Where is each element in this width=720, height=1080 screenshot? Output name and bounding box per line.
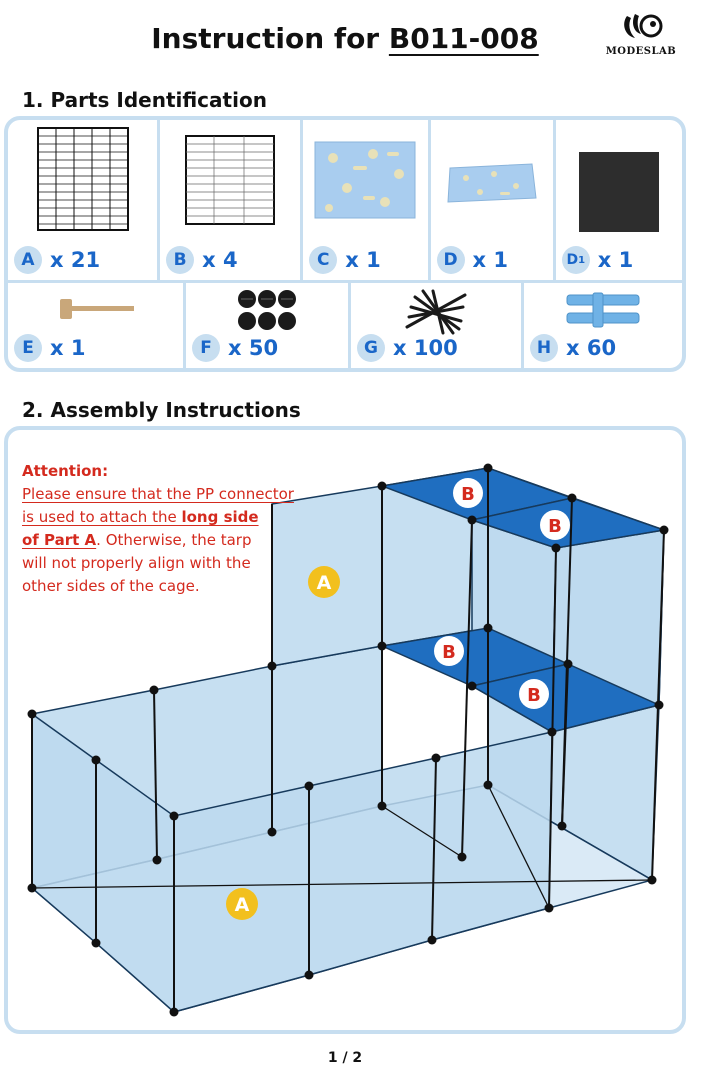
part-cell-h: H x 60: [524, 283, 682, 368]
pp-connector-icon: [566, 292, 640, 328]
cage-diagram: A A B B B B: [27, 463, 669, 1017]
part-cell-f: F x 50: [186, 283, 351, 368]
part-quantity: x 1: [345, 248, 381, 272]
label-b-2-text: B: [548, 516, 562, 537]
parts-row-1: A x 21 B: [8, 120, 682, 283]
brand-name: MODESLAB: [605, 46, 677, 57]
part-cell-g: G x 100: [351, 283, 524, 368]
attention-line-5: other sides of the cage.: [22, 577, 200, 595]
attention-emphasis-part-a: of Part A: [22, 531, 97, 549]
part-quantity: x 100: [393, 336, 458, 360]
page-title: Instruction for B011-008: [0, 22, 690, 55]
assembly-section-title: 2. Assembly Instructions: [22, 398, 301, 422]
part-letter-badge: F: [192, 334, 220, 362]
part-letter-badge: B: [166, 246, 195, 274]
folded-tarp-icon: [447, 163, 537, 203]
part-cell-d: D x 1: [431, 120, 556, 280]
dark-felt-pad-icon: [578, 152, 659, 232]
part-letter-badge: H: [530, 334, 558, 362]
part-letter-badge: E: [14, 334, 42, 362]
label-b-1-text: B: [461, 484, 475, 505]
part-letter-badge: D: [436, 246, 465, 274]
part-letter-badge: A: [14, 246, 42, 274]
label-b-3: B: [434, 636, 464, 666]
part-quantity: x 50: [228, 336, 279, 360]
attention-line-1: Please ensure that the PP connector: [22, 485, 294, 503]
label-a-upper: A: [308, 566, 340, 598]
wire-grid-panel-icon: [36, 127, 129, 231]
part-quantity: x 1: [597, 248, 634, 272]
parts-row-2: E x 1 F x 50: [8, 283, 682, 368]
parts-section-title: 1. Parts Identification: [22, 88, 267, 112]
label-b-4-text: B: [527, 685, 541, 706]
attention-line-4: will not properly align with the: [22, 554, 251, 572]
part-quantity: x 60: [566, 336, 617, 360]
part-cell-c: C x 1: [303, 120, 431, 280]
attention-emphasis-long-side: long side: [181, 508, 259, 526]
label-a-lower-text: A: [235, 894, 250, 916]
part-letter-badge: C: [309, 246, 338, 274]
parts-table: A x 21 B: [4, 116, 686, 372]
label-b-1: B: [453, 478, 483, 508]
part-quantity: x 21: [50, 248, 101, 272]
part-cell-a: A x 21: [8, 120, 161, 280]
assembly-diagram: A A B B B B Attention: Please ensure tha…: [4, 426, 686, 1034]
connector-icon: [238, 290, 296, 330]
label-b-3-text: B: [442, 642, 456, 663]
page-number: 1 / 2: [327, 1050, 363, 1066]
brand-logo: MODESLAB: [596, 12, 686, 57]
part-cell-e: E x 1: [8, 283, 186, 368]
part-quantity: x 1: [50, 336, 86, 360]
part-quantity: x 1: [472, 248, 508, 272]
part-quantity: x 4: [202, 248, 238, 272]
label-b-4: B: [519, 679, 549, 709]
brand-mark-icon: [624, 14, 663, 38]
attention-heading: Attention:: [22, 462, 109, 480]
attention-line-3: of Part A. Otherwise, the tarp: [22, 531, 252, 549]
label-a-lower: A: [226, 888, 258, 920]
model-number: B011-008: [388, 22, 539, 55]
part-cell-b: B x 4: [160, 120, 304, 280]
attention-note: Attention: Please ensure that the PP con…: [22, 460, 312, 598]
title-prefix: Instruction for: [151, 22, 389, 55]
cable-ties-icon: [405, 289, 467, 335]
mallet-icon: [59, 299, 134, 319]
attention-line-2: is used to attach the long side: [22, 508, 259, 526]
label-a-upper-text: A: [317, 572, 332, 594]
square-grid-panel-icon: [185, 135, 276, 225]
part-letter-badge: G: [357, 334, 385, 362]
label-b-2: B: [540, 510, 570, 540]
paw-print-mat-icon: [314, 141, 416, 219]
